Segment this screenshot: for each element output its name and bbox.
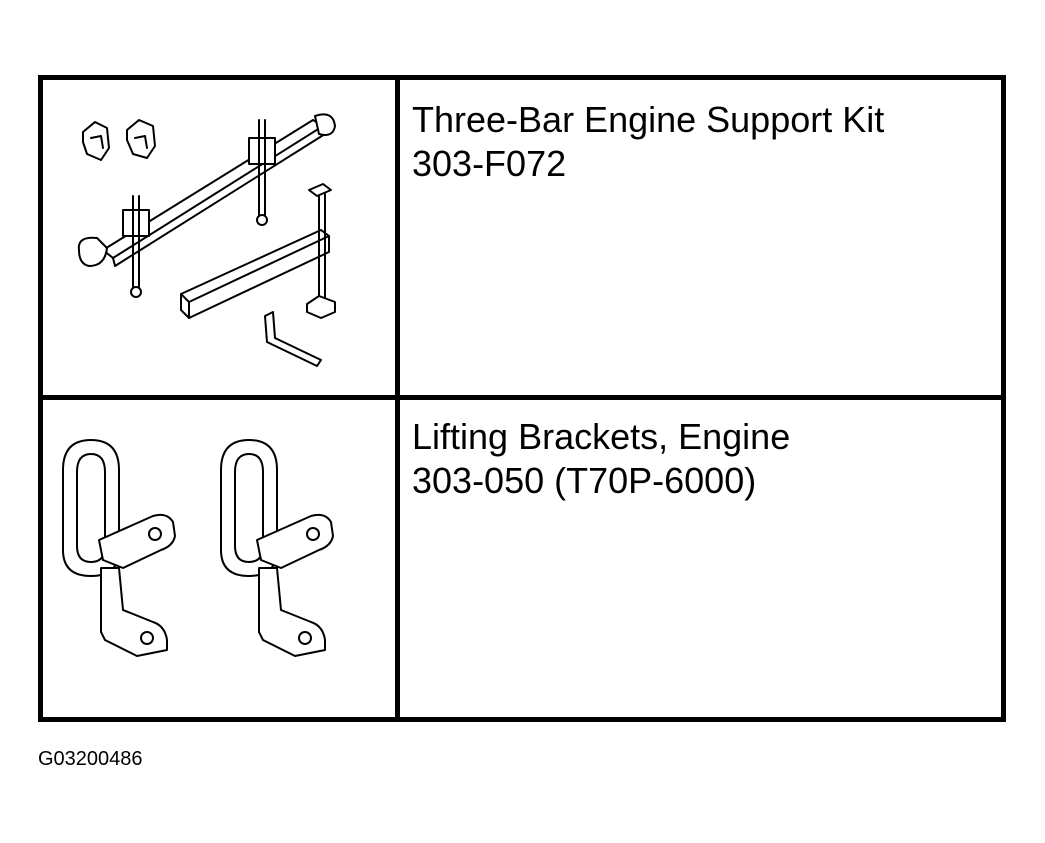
tool-name: Lifting Brackets, Engine: [412, 416, 791, 457]
special-tools-table: Three-Bar Engine Support Kit 303-F072: [38, 75, 1006, 722]
tool-number: 303-050 (T70P-6000): [412, 460, 757, 501]
tool-row-lifting-brackets: Lifting Brackets, Engine 303-050 (T70P-6…: [43, 400, 1001, 717]
tool-name: Three-Bar Engine Support Kit: [412, 99, 885, 140]
tool-row-engine-support-kit: Three-Bar Engine Support Kit 303-F072: [43, 80, 1001, 400]
tool-number: 303-F072: [412, 143, 567, 184]
lifting-brackets-illustration: [62, 439, 334, 657]
engine-support-kit-image-cell: [43, 80, 400, 395]
engine-support-kit-illustration: [77, 113, 336, 367]
bracket-left-icon: [62, 439, 176, 657]
lifting-brackets-text-cell: Lifting Brackets, Engine 303-050 (T70P-6…: [400, 400, 1001, 717]
figure-id: G03200486: [38, 748, 143, 770]
bracket-right-icon: [220, 439, 334, 657]
lifting-brackets-image-cell: [43, 400, 400, 717]
engine-support-kit-text-cell: Three-Bar Engine Support Kit 303-F072: [400, 80, 1001, 395]
